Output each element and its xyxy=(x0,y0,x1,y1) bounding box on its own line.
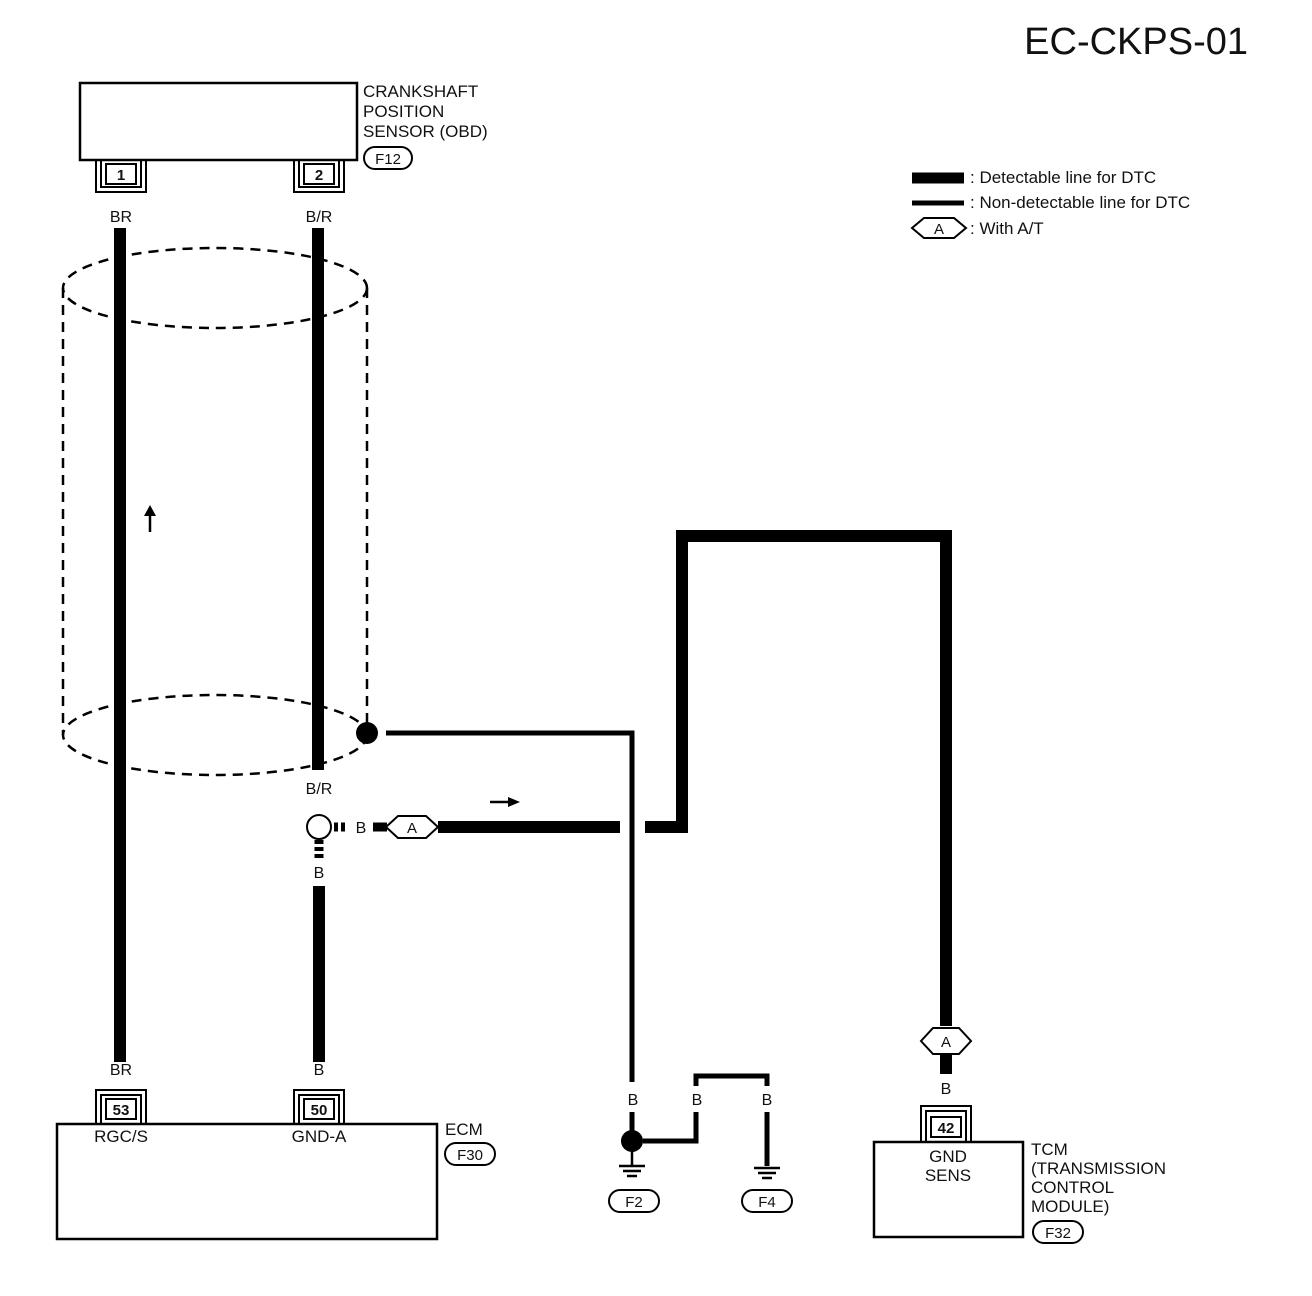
wire-b-to-tcm-right xyxy=(645,530,952,1026)
ecm-pin53-inner xyxy=(100,1094,142,1124)
ground-f4-symbol xyxy=(754,1166,780,1180)
tcm-pin42-outer xyxy=(920,1105,972,1142)
sensor-pin1-outer xyxy=(95,160,147,193)
wire-br-slash-top-label: B/R xyxy=(306,209,333,226)
up-arrow-icon xyxy=(144,505,156,532)
tcm-pin42-box xyxy=(930,1116,962,1138)
wire-br-slash-mid-label: B/R xyxy=(306,781,333,798)
shield-drain-dot xyxy=(356,722,378,744)
legend: : Detectable line for DTC : Non-detectab… xyxy=(910,168,1190,239)
wire-b-ground-f2-label: B xyxy=(628,1092,639,1109)
wire-b-ground-f4-label: B xyxy=(762,1092,773,1109)
wire-br-bottom-label: BR xyxy=(110,1062,132,1079)
splice-junction xyxy=(306,814,332,840)
ecm-pin50-label: 50 xyxy=(311,1102,328,1119)
ecm-name: ECM xyxy=(445,1120,483,1139)
ecm-pin53-box xyxy=(105,1098,137,1120)
ecm-pin50-inner xyxy=(298,1094,340,1124)
sensor-pin1-label: 1 xyxy=(117,167,125,184)
sensor-pin1-inner xyxy=(100,160,142,188)
wire-b-tcm-label: B xyxy=(941,1081,952,1098)
ecm-box xyxy=(55,1122,439,1241)
legend-with-at-text: : With A/T xyxy=(970,219,1044,238)
option-at-hex-2 xyxy=(919,1027,973,1055)
sensor-pin2-outer xyxy=(293,160,345,193)
ecm-terminal-gnd-a: GND-A xyxy=(292,1127,347,1146)
sensor-pin2-label: 2 xyxy=(315,167,323,184)
diagram-title: EC-CKPS-01 xyxy=(1024,21,1248,63)
sensor-box xyxy=(78,81,359,162)
tcm-terminal-gnd: GND xyxy=(929,1147,967,1166)
ground-f2-label: F2 xyxy=(625,1194,643,1211)
ground-f2-symbol xyxy=(619,1152,645,1178)
wire-br-top-label: BR xyxy=(110,209,132,226)
sensor-connector-badge xyxy=(363,146,413,170)
legend-non-detectable-text: : Non-detectable line for DTC xyxy=(970,193,1190,212)
tcm-name-line2: (TRANSMISSION xyxy=(1031,1159,1166,1178)
wire-b-right-label: B xyxy=(356,820,367,837)
ground-splice-dot xyxy=(621,1130,643,1152)
sensor-name-line3: SENSOR (OBD) xyxy=(363,122,488,141)
legend-option-letter: A xyxy=(934,221,944,238)
wire-b-ecm-label: B xyxy=(314,1062,325,1079)
ground-f4-badge xyxy=(741,1189,793,1213)
ecm-pin53-outer xyxy=(95,1089,147,1124)
sensor-pin1-box xyxy=(105,163,137,185)
ground-f4-label: F4 xyxy=(758,1194,776,1211)
ecm-terminal-rgcs: RGC/S xyxy=(94,1127,148,1146)
tcm-pin42-inner xyxy=(925,1110,967,1142)
tcm-box xyxy=(872,1140,1025,1239)
option-at-letter-2: A xyxy=(941,1034,951,1051)
legend-detectable-text: : Detectable line for DTC xyxy=(970,168,1156,187)
ecm-pin50-outer xyxy=(293,1089,345,1124)
ecm-pin50-box xyxy=(303,1098,335,1120)
tcm-connector-label: F32 xyxy=(1045,1225,1071,1242)
tcm-name-line4: MODULE) xyxy=(1031,1197,1109,1216)
sensor-pin2-box xyxy=(303,163,335,185)
right-arrow-icon xyxy=(490,797,520,807)
wire-ground-bridge xyxy=(693,1073,770,1086)
ecm-connector-badge xyxy=(444,1142,496,1166)
tcm-pin42-label: 42 xyxy=(938,1120,955,1137)
ecm-connector-label: F30 xyxy=(457,1147,483,1164)
crankshaft-position-sensor: CRANKSHAFT POSITION SENSOR (OBD) F12 1 2 xyxy=(78,81,488,193)
tcm-terminal-sens: SENS xyxy=(925,1166,971,1185)
tcm-connector-badge xyxy=(1032,1220,1084,1244)
wire-b-ground-mid-label: B xyxy=(692,1092,703,1109)
sensor-name-line2: POSITION xyxy=(363,102,444,121)
option-at-letter-1: A xyxy=(407,820,417,837)
ecm-module: 53 50 RGC/S GND-A ECM F30 xyxy=(55,1089,496,1241)
wire-b-below-label: B xyxy=(314,865,325,882)
sensor-name-line1: CRANKSHAFT xyxy=(363,82,478,101)
ground-f2-badge xyxy=(608,1189,660,1213)
sensor-connector-label: F12 xyxy=(375,151,401,168)
tcm-module: 42 GND SENS TCM (TRANSMISSION CONTROL MO… xyxy=(872,1105,1166,1244)
tcm-name-line3: CONTROL xyxy=(1031,1178,1114,1197)
sensor-pin2-inner xyxy=(298,160,340,188)
legend-option-icon xyxy=(910,217,968,239)
tcm-name-line1: TCM xyxy=(1031,1140,1068,1159)
wire-shield-ground xyxy=(386,730,635,1082)
wire-ground-join xyxy=(643,1112,699,1144)
ecm-pin53-label: 53 xyxy=(113,1102,130,1119)
